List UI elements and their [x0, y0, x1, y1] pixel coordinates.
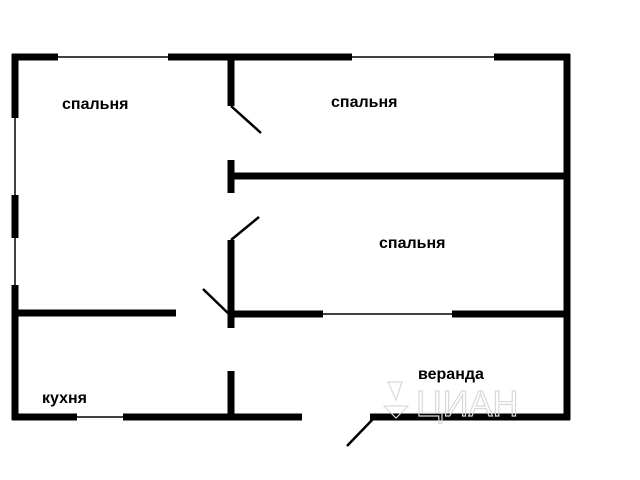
watermark-text: ЦИАН [416, 383, 519, 424]
interior-walls [12, 57, 570, 414]
door-living [202, 288, 232, 317]
outer-walls [11, 53, 571, 421]
cian-watermark: ЦИАН [382, 381, 519, 425]
door-bedroom-middle [230, 216, 260, 241]
room-label-veranda: веранда [418, 366, 484, 383]
cian-logo-icon [382, 381, 410, 419]
room-label-bedroom-1: спальня [62, 96, 129, 113]
room-label-kitchen: кухня [42, 390, 87, 407]
door-bedroom-top [230, 105, 262, 134]
room-label-bedroom-3: спальня [379, 235, 446, 252]
room-label-bedroom-2: спальня [331, 94, 398, 111]
door-entrance [346, 418, 374, 447]
windows [14, 56, 494, 418]
doors [202, 105, 374, 447]
